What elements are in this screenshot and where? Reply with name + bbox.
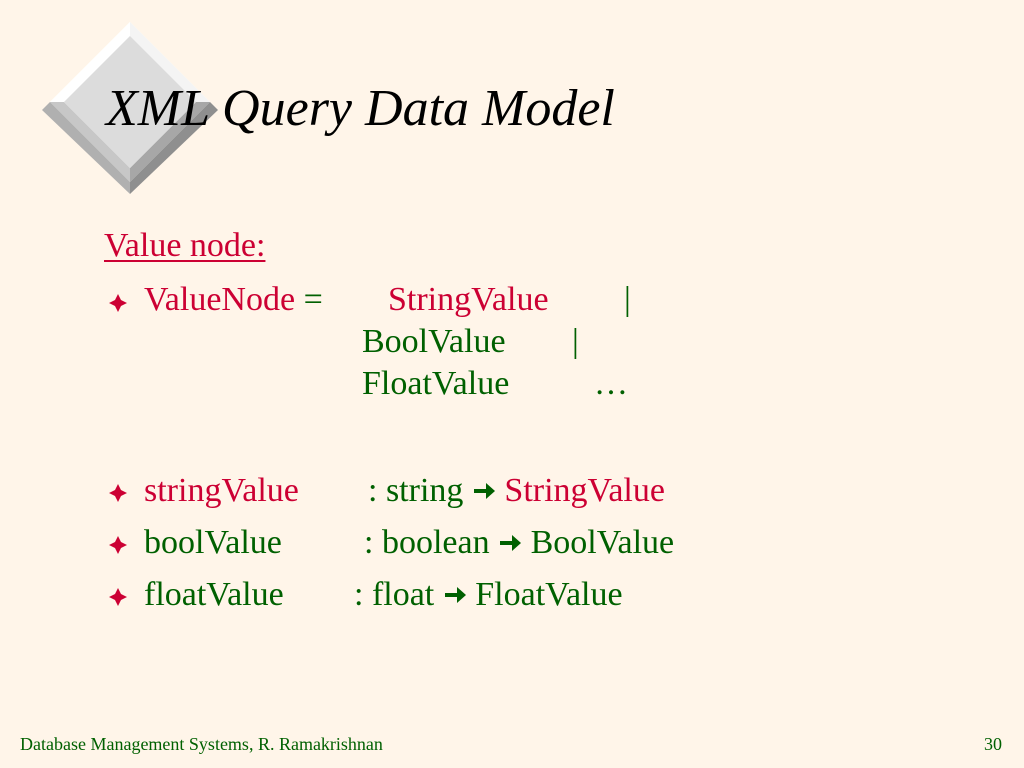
page-number: 30	[984, 734, 1002, 754]
diamond-bullet-icon	[109, 294, 127, 312]
right-arrow-icon	[500, 535, 522, 551]
definition-equals: =	[303, 281, 323, 318]
constructor-result: BoolValue	[530, 524, 675, 561]
definition-alt-float: FloatValue	[362, 365, 510, 402]
diamond-bullet-icon	[109, 588, 127, 606]
definition-lhs: ValueNode	[144, 281, 296, 318]
constructor-signature: : string StringValue	[368, 471, 665, 511]
slide-title: XML Query Data Model	[106, 80, 615, 137]
constructor-type: : boolean	[364, 524, 490, 561]
constructor-result: StringValue	[504, 472, 665, 509]
constructor-type: : float	[354, 576, 435, 613]
constructor-name: stringValue	[144, 472, 299, 509]
diamond-bullet-icon	[109, 484, 127, 502]
constructor-name: floatValue	[144, 576, 284, 613]
section-heading: Value node:	[104, 227, 266, 264]
definition-alt-string: StringValue	[388, 281, 549, 318]
definition-alt-separator: |	[624, 281, 631, 318]
definition-alt-bool: BoolValue	[362, 323, 506, 360]
right-arrow-icon	[444, 587, 466, 603]
constructor-signature: : float FloatValue	[354, 575, 623, 615]
right-arrow-icon	[473, 483, 495, 499]
definition-line: ValueNode =	[144, 280, 323, 320]
beveled-diamond-icon	[42, 22, 218, 194]
constructor-type: : string	[368, 472, 464, 509]
definition-ellipsis: …	[594, 365, 628, 402]
constructor-name: boolValue	[144, 524, 282, 561]
definition-alt-separator: |	[572, 323, 579, 360]
constructor-signature: : boolean BoolValue	[364, 523, 674, 563]
diamond-bullet-icon	[109, 536, 127, 554]
constructor-result: FloatValue	[475, 576, 623, 613]
footer-text: Database Management Systems, R. Ramakris…	[20, 734, 383, 754]
